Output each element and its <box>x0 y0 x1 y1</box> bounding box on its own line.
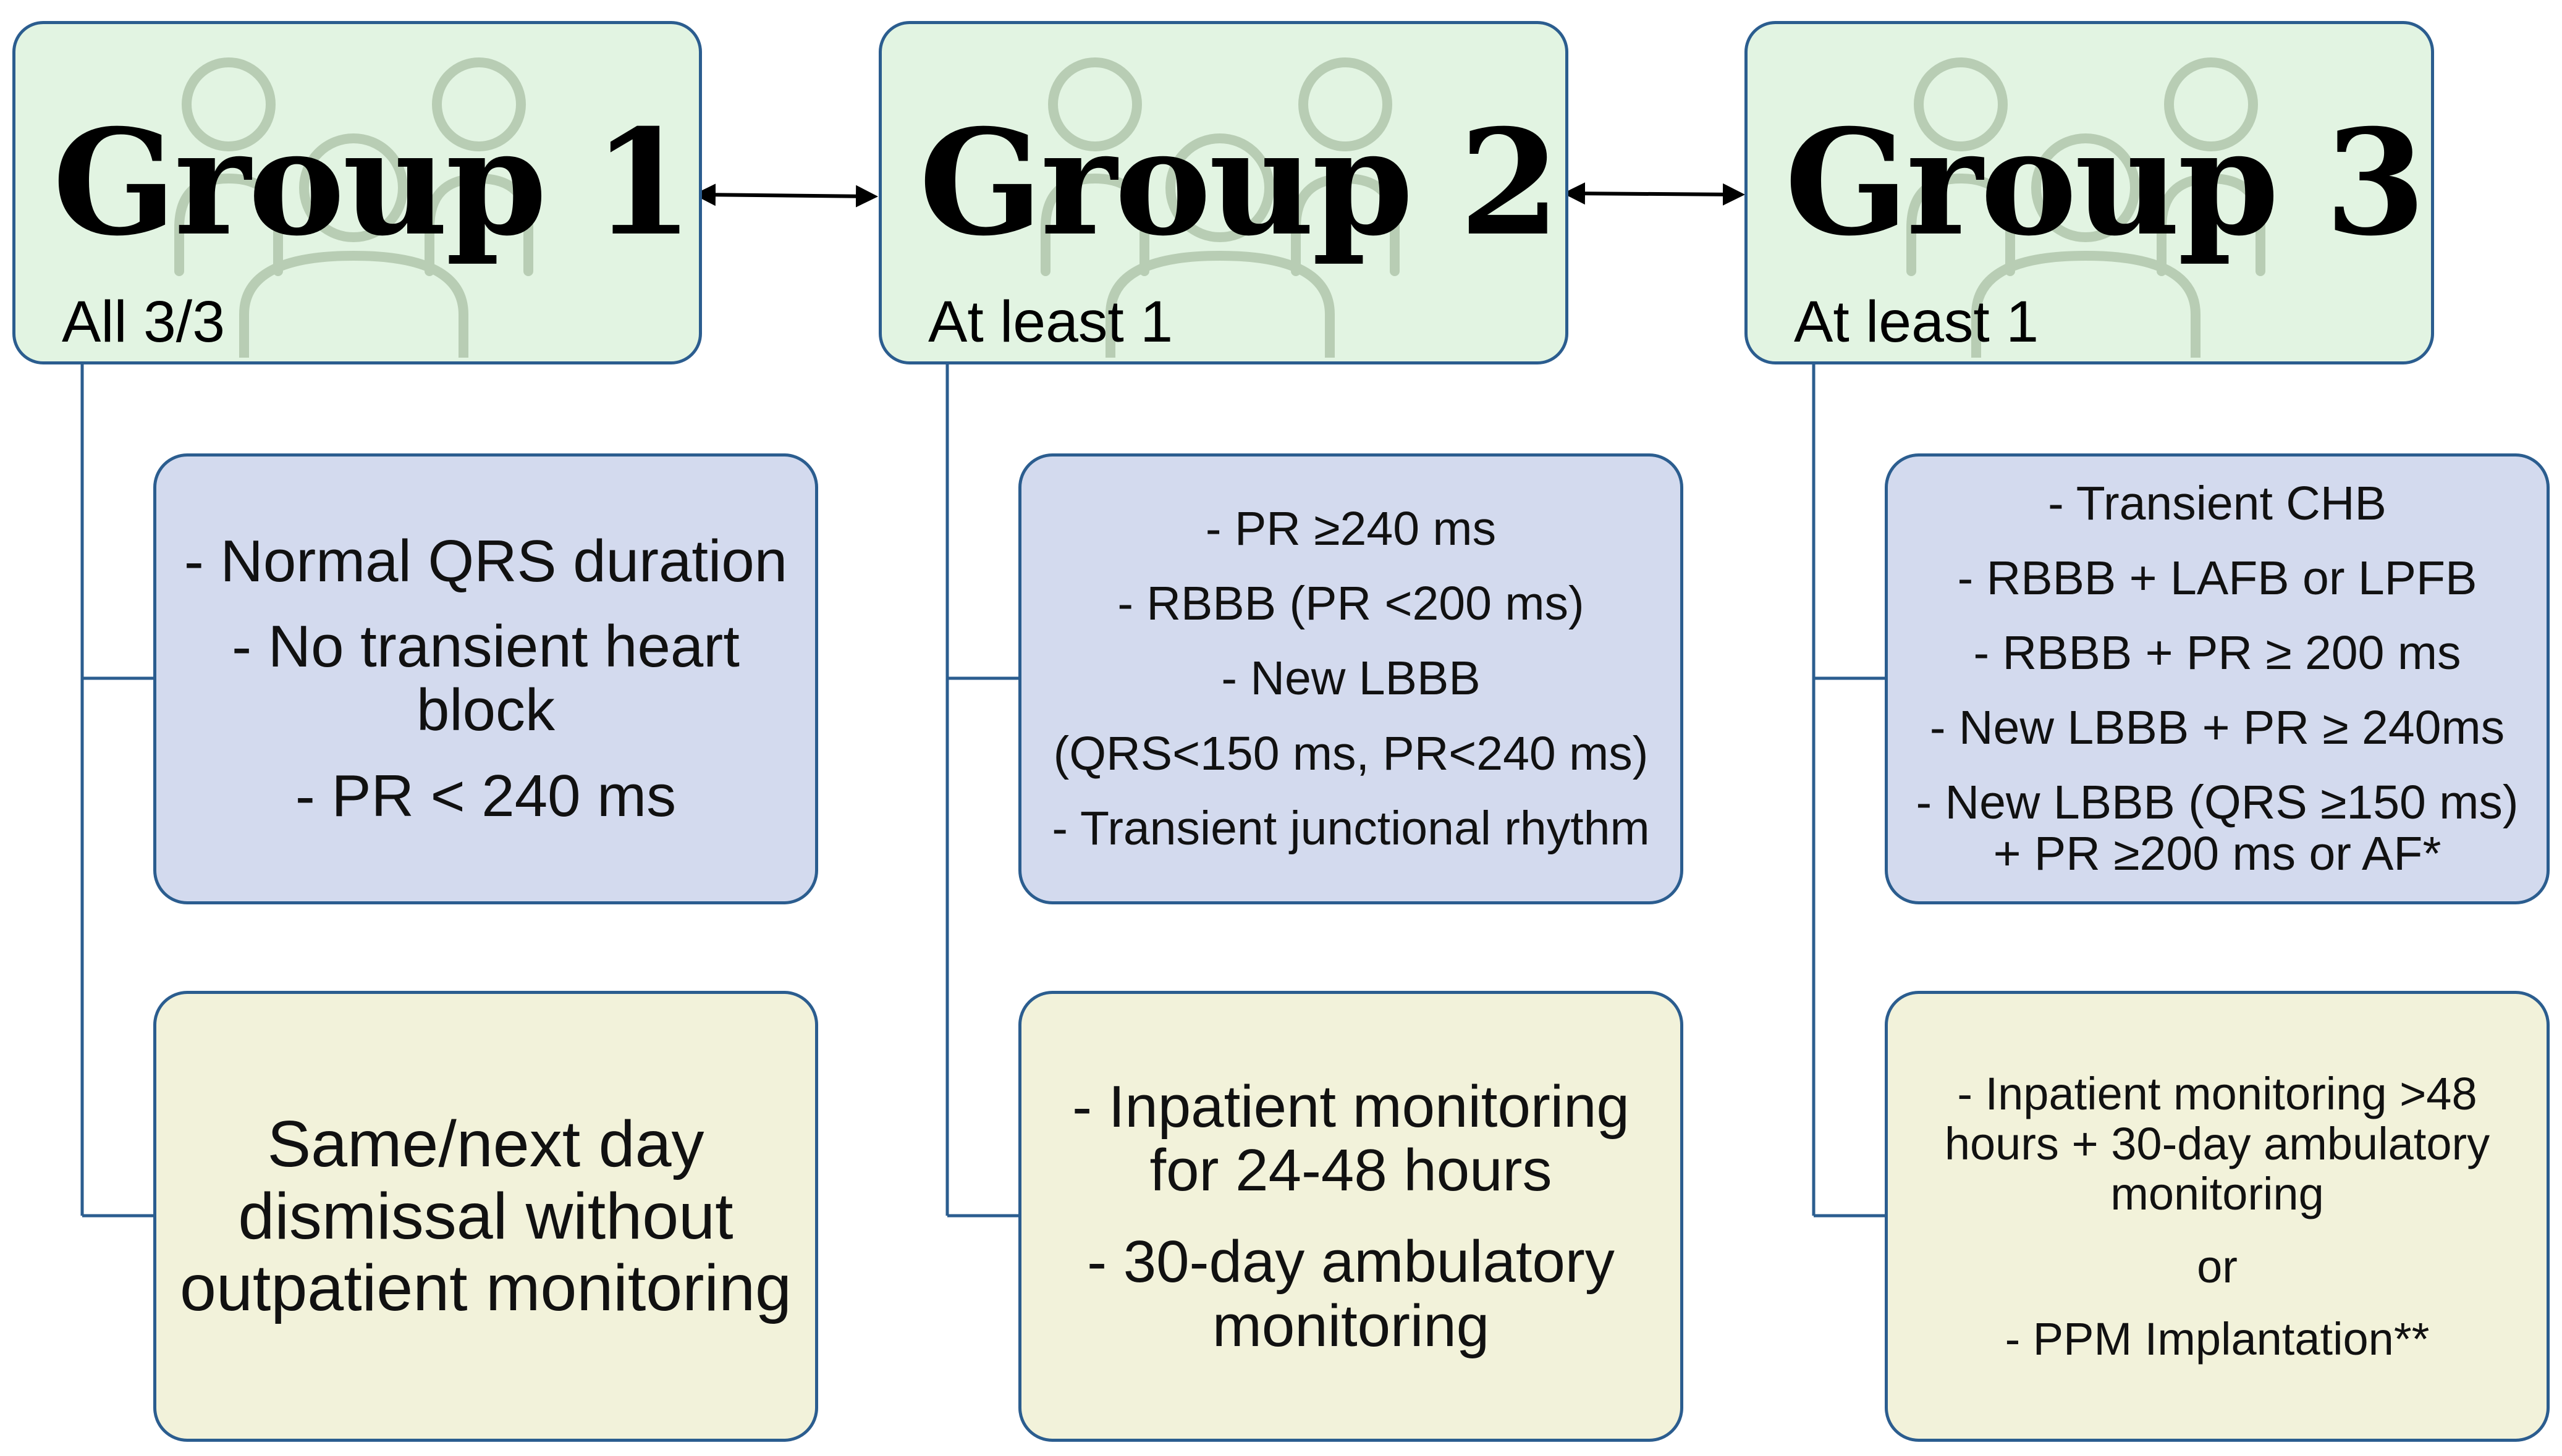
management-item: Same/next day dismissal without outpatie… <box>180 1108 792 1325</box>
management-item: - 30-day ambulatory monitoring <box>1087 1229 1615 1359</box>
group1-criteria: - Normal QRS duration - No transient hea… <box>153 453 818 904</box>
criteria-item: - PR < 240 ms <box>295 762 677 829</box>
double-arrow-icon <box>693 183 878 208</box>
criteria-item: - New LBBB + PR ≥ 240ms <box>1929 701 2505 754</box>
group2-criteria: - PR ≥240 ms - RBBB (PR <200 ms) - New L… <box>1018 453 1683 904</box>
group3-management: - Inpatient monitoring >48 hours + 30-da… <box>1885 991 2550 1442</box>
group1-subtitle: All 3/3 <box>62 289 226 355</box>
management-item: - Inpatient monitoring for 24-48 hours <box>1072 1073 1630 1204</box>
group3-criteria: - Transient CHB - RBBB + LAFB or LPFB - … <box>1885 453 2550 904</box>
people-group-icon <box>174 57 533 358</box>
group1-connector <box>80 364 154 1218</box>
group2-subtitle: At least 1 <box>928 289 1173 355</box>
group1-header: Group 1 All 3/3 <box>12 21 702 364</box>
group2-connector <box>945 364 1020 1218</box>
double-arrow-icon <box>1563 182 1745 206</box>
group3-subtitle: At least 1 <box>1794 289 2039 355</box>
criteria-item: - New LBBB (QRS ≥150 ms) + PR ≥200 ms or… <box>1916 776 2519 881</box>
criteria-item: - No transient heart block <box>232 613 740 743</box>
management-item: - PPM Implantation** <box>2005 1313 2430 1365</box>
group1-management: Same/next day dismissal without outpatie… <box>153 991 818 1442</box>
management-item: - Inpatient monitoring >48 hours + 30-da… <box>1944 1067 2490 1220</box>
group1-title: Group 1 <box>53 98 694 268</box>
criteria-item: - PR ≥240 ms <box>1205 502 1497 556</box>
criteria-item: - Transient junctional rhythm <box>1052 801 1650 855</box>
criteria-item: - RBBB (PR <200 ms) <box>1117 577 1584 631</box>
group2-header: Group 2 At least 1 <box>879 21 1568 364</box>
group3-connector <box>1812 364 1886 1218</box>
people-group-icon <box>1041 57 1400 358</box>
criteria-item: - Normal QRS duration <box>184 528 788 594</box>
management-item: or <box>2197 1240 2238 1292</box>
group2-title: Group 2 <box>919 98 1560 268</box>
group3-header: Group 3 At least 1 <box>1744 21 2434 364</box>
people-group-icon <box>1906 57 2265 358</box>
criteria-item: - RBBB + LAFB or LPFB <box>1957 551 2477 605</box>
group3-title: Group 3 <box>1785 98 2426 268</box>
criteria-item: (QRS<150 ms, PR<240 ms) <box>1053 726 1649 780</box>
group2-management: - Inpatient monitoring for 24-48 hours -… <box>1018 991 1683 1442</box>
criteria-item: - Transient CHB <box>2048 476 2387 530</box>
criteria-item: - New LBBB <box>1221 652 1481 705</box>
criteria-item: - RBBB + PR ≥ 200 ms <box>1973 626 2461 680</box>
